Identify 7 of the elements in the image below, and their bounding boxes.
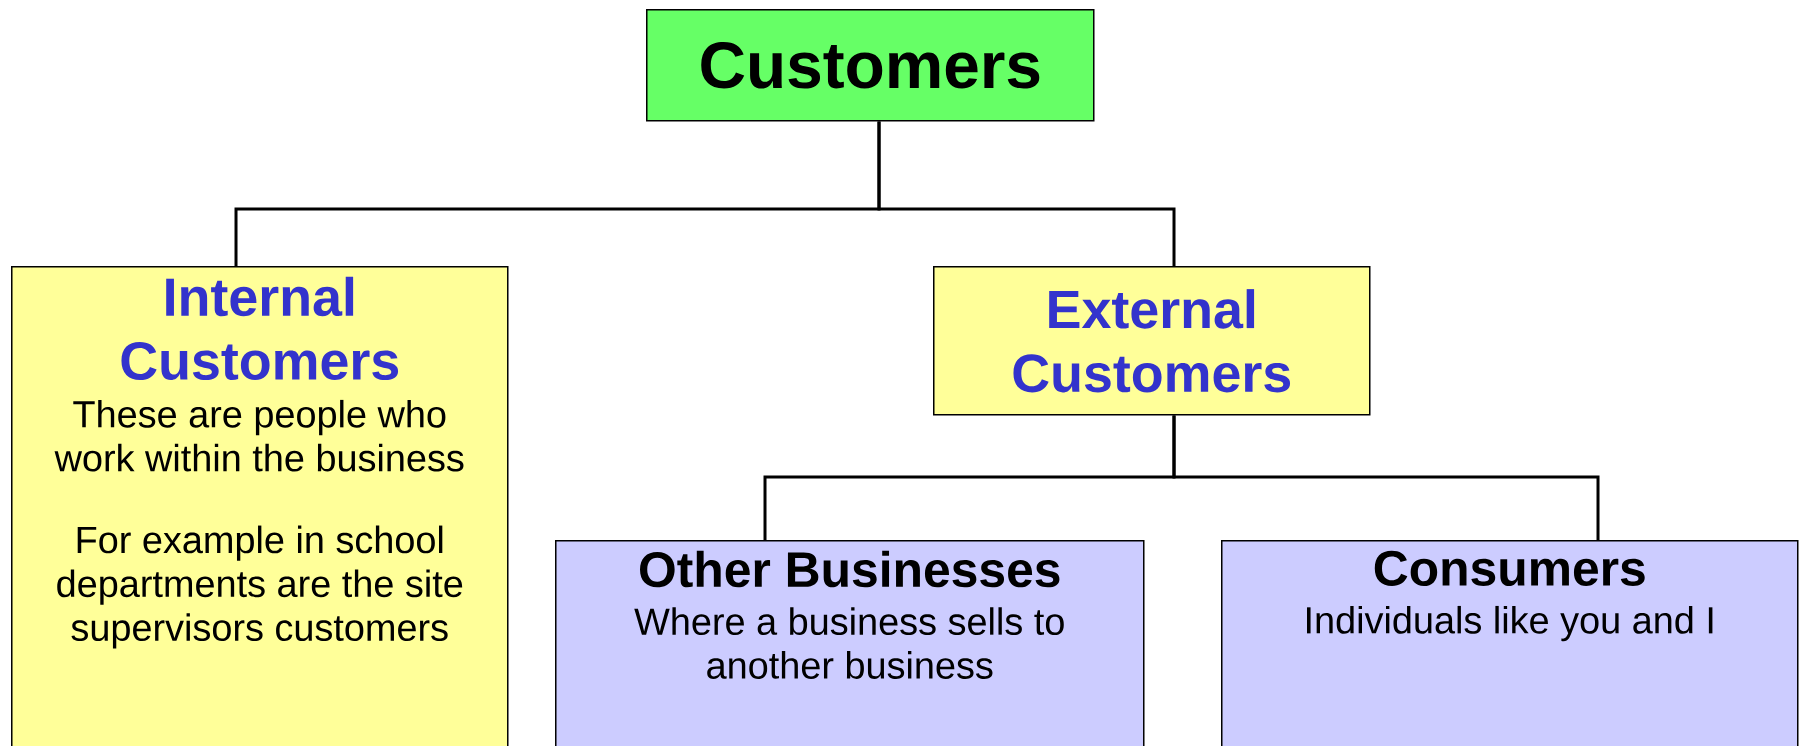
connector (1172, 415, 1600, 540)
category-box: External Customers (933, 266, 1371, 416)
connector (877, 121, 1176, 266)
subcategory-box: Other Businesses Where a business sells to another business (555, 540, 1145, 746)
category-box: Internal Customers These are people who work within the business For example in school departments are the site supervisors customers (11, 266, 509, 746)
title-box: Customers (646, 9, 1095, 122)
subcategory-box: Consumers Individuals like you and I (1221, 540, 1799, 746)
